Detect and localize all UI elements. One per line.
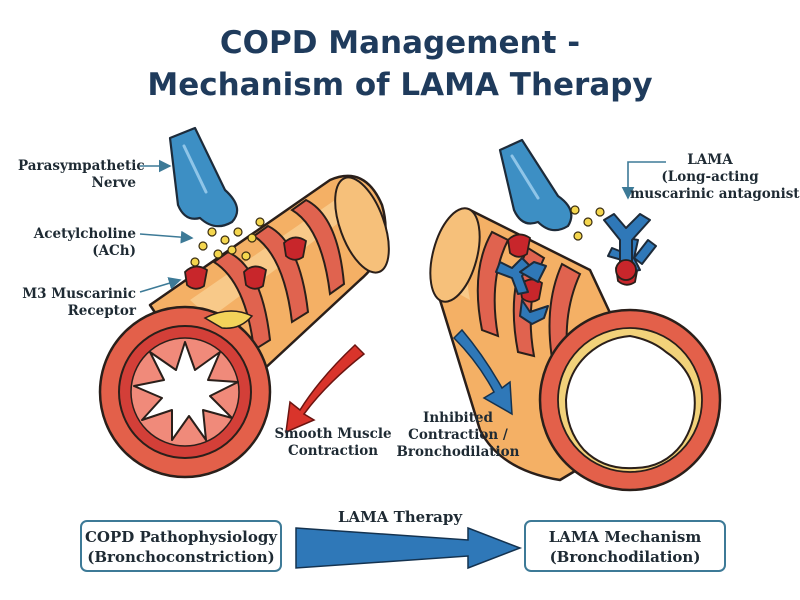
box-text: (Bronchoconstriction) (87, 548, 275, 566)
label-text: Nerve (91, 175, 136, 191)
label-text: Receptor (67, 303, 136, 319)
title-line-2: Mechanism of LAMA Therapy (147, 67, 653, 103)
contraction-arrow (285, 343, 366, 434)
label-acetylcholine: Acetylcholine (ACh) (18, 226, 136, 260)
constricted-lumen (133, 341, 239, 441)
dilated-lumen (564, 334, 696, 470)
box-text: LAMA Mechanism (548, 528, 702, 546)
right-airway-dilated (429, 207, 722, 492)
label-text: Inhibited (423, 410, 493, 426)
label-text: muscarinic antagonist) (630, 186, 800, 202)
label-smooth-muscle-contraction: Smooth Muscle Contraction (270, 426, 396, 460)
leader-lines (139, 159, 666, 293)
box-text: COPD Pathophysiology (84, 528, 278, 546)
parasympathetic-nerve-right (498, 138, 573, 232)
label-text: (Long-acting (661, 169, 759, 185)
label-parasympathetic-nerve: Parasympathetic Nerve (18, 158, 145, 192)
label-m3-receptor: M3 Muscarinic Receptor (18, 286, 136, 320)
label-lama: LAMA (Long-acting muscarinic antagonist) (630, 152, 800, 203)
copd-pathophysiology-box: COPD Pathophysiology (Bronchoconstrictio… (80, 520, 282, 572)
title-line-1: COPD Management - (219, 25, 581, 61)
label-text: Acetylcholine (33, 226, 136, 242)
m3-receptors-left (184, 236, 307, 290)
label-text: Contraction (287, 443, 379, 459)
label-text: (ACh) (92, 243, 136, 259)
lama-mechanism-box: LAMA Mechanism (Bronchodilation) (524, 520, 726, 572)
label-text: Contraction / (408, 427, 508, 443)
left-airway-constricted (98, 174, 390, 479)
ach-molecules-right (570, 205, 605, 241)
label-text: Parasympathetic (18, 158, 145, 174)
label-text: Smooth Muscle (274, 426, 392, 442)
parasympathetic-nerve-left (168, 126, 239, 228)
box-text: (Bronchodilation) (549, 548, 701, 566)
label-text: M3 Muscarinic (22, 286, 136, 302)
lama-therapy-label: LAMA Therapy (337, 508, 463, 526)
ach-molecules-left (190, 217, 265, 267)
page-title: COPD Management - Mechanism of LAMA Ther… (0, 22, 800, 106)
dilation-arrow (452, 328, 513, 416)
label-inhibited-contraction: Inhibited Contraction / Bronchodilation (396, 410, 520, 461)
lama-molecule-icon (603, 213, 651, 281)
label-text: Bronchodilation (396, 444, 520, 460)
label-text: LAMA (687, 152, 733, 168)
flow-arrow (295, 526, 523, 570)
